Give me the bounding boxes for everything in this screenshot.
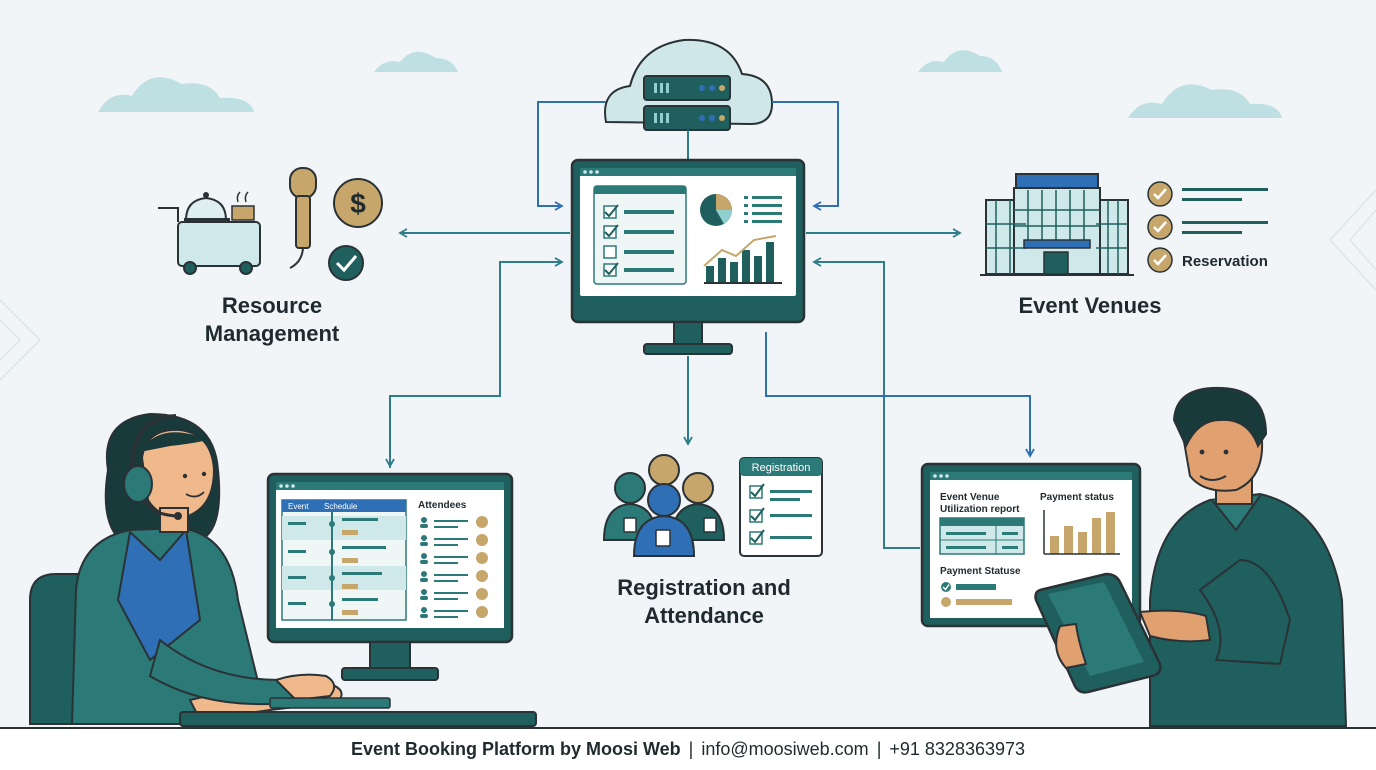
resource-management-label: Resource Management bbox=[172, 292, 372, 348]
registration-attendance-line-2: Attendance bbox=[644, 603, 764, 628]
background-clouds bbox=[98, 50, 1282, 118]
payment-statuse-heading: Payment Statuse bbox=[940, 566, 1021, 577]
arrow-schedule-to-monitor bbox=[389, 257, 564, 468]
resource-management-line-2: Management bbox=[204, 321, 340, 346]
footer-bar: Event Booking Platform by Moosi Web | in… bbox=[0, 727, 1376, 770]
registration-icons: Registration bbox=[602, 454, 823, 557]
attendee-list bbox=[420, 516, 488, 618]
footer-phone[interactable]: +91 8328363973 bbox=[889, 739, 1026, 759]
event-venues-text: Event Venues bbox=[1018, 293, 1162, 318]
reservation-checklist-icon bbox=[1147, 181, 1268, 273]
background-pattern bbox=[0, 189, 1376, 381]
footer-brand: Event Booking Platform by Moosi Web bbox=[350, 739, 681, 759]
tablet-device-icon bbox=[1034, 572, 1162, 694]
utilization-report-title-1: Event Venue bbox=[940, 492, 1000, 503]
schedule-attendees-monitor: Event Schedule Attendees bbox=[266, 472, 514, 681]
bar-chart-icon bbox=[706, 242, 774, 282]
server-icon bbox=[643, 75, 731, 101]
cloud-icon bbox=[1128, 84, 1282, 118]
utilization-report-title-2: Utilization report bbox=[940, 504, 1020, 515]
attendees-group-icon bbox=[602, 454, 726, 557]
central-dashboard-monitor bbox=[570, 158, 806, 355]
footer-email[interactable]: info@moosiweb.com bbox=[701, 739, 869, 759]
pie-chart-icon bbox=[700, 194, 733, 226]
reservation-label: Reservation bbox=[1182, 253, 1268, 270]
microphone-icon bbox=[289, 167, 317, 269]
dollar-coin-icon: $ bbox=[333, 178, 383, 228]
resource-management-icons: $ bbox=[158, 167, 383, 281]
event-venues-icons: Reservation bbox=[980, 173, 1268, 276]
registration-card-title: Registration bbox=[752, 462, 811, 474]
registration-card: Registration bbox=[739, 457, 823, 557]
schedule-col-event: Event bbox=[288, 502, 309, 511]
venue-building-icon bbox=[980, 173, 1134, 276]
connectors bbox=[385, 101, 1035, 549]
trend-line-icon bbox=[703, 235, 777, 267]
arrow-report-to-monitor bbox=[812, 257, 920, 549]
checkmark-circle-icon bbox=[328, 245, 364, 281]
headset-icon bbox=[123, 414, 182, 520]
payment-bar-chart bbox=[1050, 512, 1115, 554]
schedule-col-schedule: Schedule bbox=[324, 502, 358, 511]
registration-attendance-line-1: Registration and bbox=[617, 575, 791, 600]
support-agent-illustration bbox=[29, 412, 537, 727]
cloud-icon bbox=[98, 77, 254, 112]
payment-status-heading: Payment status bbox=[1040, 492, 1114, 503]
svg-text:$: $ bbox=[350, 188, 366, 219]
cloud-icon bbox=[374, 51, 458, 72]
manager-illustration bbox=[1034, 386, 1348, 727]
event-venues-label: Event Venues bbox=[990, 292, 1190, 320]
footer-separator: | bbox=[688, 739, 694, 759]
cloud-server bbox=[604, 38, 774, 131]
attendees-heading: Attendees bbox=[418, 500, 467, 511]
arrow-cloud-to-monitor-left bbox=[537, 101, 606, 211]
registration-attendance-label: Registration and Attendance bbox=[582, 574, 826, 630]
catering-cart-icon bbox=[158, 191, 261, 275]
footer-separator: | bbox=[876, 739, 882, 759]
arrow-monitor-to-report bbox=[765, 332, 1035, 458]
arrow-cloud-to-monitor-right bbox=[772, 101, 839, 211]
manager-hair bbox=[1172, 386, 1268, 449]
resource-management-line-1: Resource bbox=[221, 293, 323, 318]
cloud-icon bbox=[918, 50, 1002, 72]
